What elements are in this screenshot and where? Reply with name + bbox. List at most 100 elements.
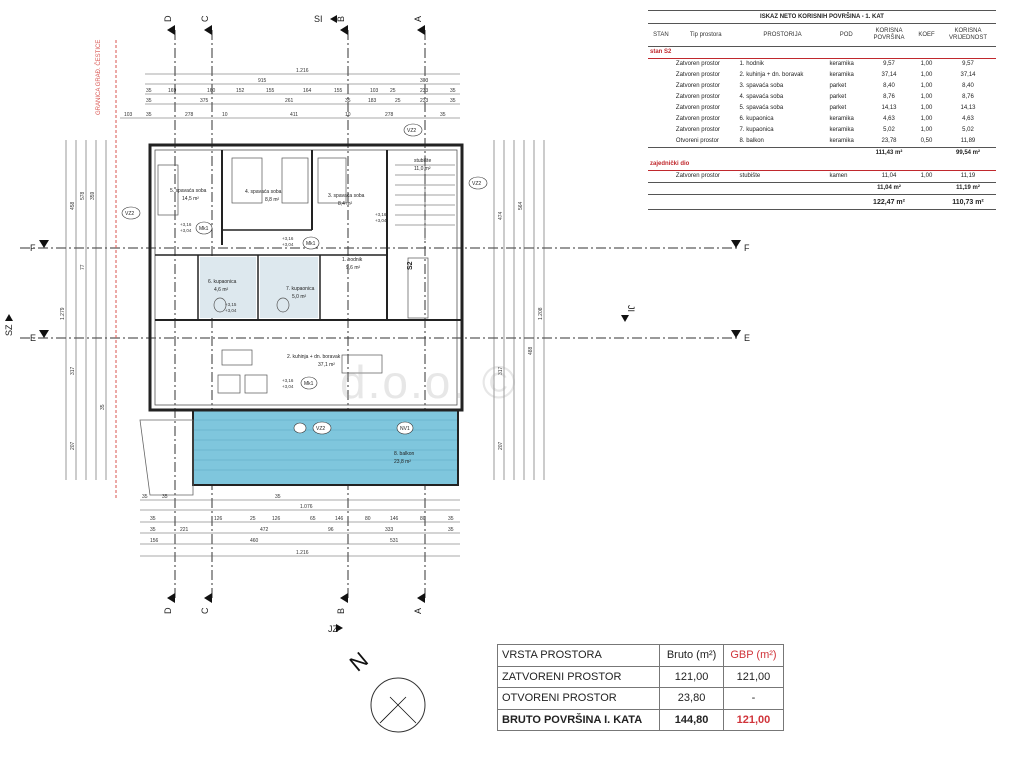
level-0: +3,16 xyxy=(180,222,192,227)
dim-bot-r3-9: 35 xyxy=(448,516,454,522)
dim-top-r5-5: 10 xyxy=(345,112,351,118)
dim-right-0: 474 xyxy=(498,211,504,220)
pergola-outline xyxy=(139,419,194,496)
dim-bot-r4-5: 35 xyxy=(448,527,454,533)
dim-bot-r4-0: 35 xyxy=(150,527,156,533)
room-labels: 5. spavaća soba 14,5 m² 4. spavaća soba … xyxy=(170,158,431,465)
dim-bot-r3-6: 80 xyxy=(365,516,371,522)
balcony-area xyxy=(192,409,459,486)
dim-right-1: 564 xyxy=(518,201,524,210)
net-table-title: ISKAZ NETO KORISNIH POVRŠINA - 1. KAT xyxy=(648,10,996,24)
room-area-stairs: 11,0 m² xyxy=(414,166,431,172)
section-f-left: F xyxy=(30,243,36,253)
north-arrow: N xyxy=(345,647,426,733)
dim-bot-r1-1: 35 xyxy=(162,494,168,500)
room-label-5: 5. spavaća soba xyxy=(170,188,207,194)
section-b-bottom: B xyxy=(336,608,346,614)
room-area-5: 14,5 m² xyxy=(182,196,199,202)
top-dimensions xyxy=(120,73,460,119)
dim-bot-r1-0: 35 xyxy=(142,494,148,500)
dim-left-5: 207 xyxy=(70,441,76,450)
dim-bot-r3-7: 146 xyxy=(390,516,399,522)
tag-3: VZ2 xyxy=(316,426,325,432)
level-2: +3,16 xyxy=(282,236,294,241)
dim-bot-r3-8: 80 xyxy=(420,516,426,522)
level-9: +3,04 xyxy=(375,218,387,223)
dim-top-r3-0: 35 xyxy=(146,88,152,94)
gross-total-row: BRUTO POVRŠINA I. KATA 144,80 121,00 xyxy=(496,708,785,731)
dim-top-r4-0: 35 xyxy=(146,98,152,104)
bathroom-6-fill xyxy=(200,257,256,318)
dim-right-5: 207 xyxy=(498,441,504,450)
dim-top-r5-6: 278 xyxy=(385,112,394,118)
gross-header-row: VRSTA PROSTORA Bruto (m²) GBP (m²) xyxy=(496,644,785,667)
dim-bot-overall: 1.216 xyxy=(296,550,309,556)
dim-bot-r4-3: 96 xyxy=(328,527,334,533)
level-6: +3,16 xyxy=(282,378,294,383)
orient-ji: JI xyxy=(626,305,636,312)
building-walls xyxy=(148,143,464,412)
room-area-6: 4,6 m² xyxy=(214,287,229,293)
section-markers: D C B A D C B A F E F E xyxy=(30,15,750,614)
section-f-right: F xyxy=(744,243,750,253)
th-pod: POD xyxy=(827,23,866,47)
gross-h-type: VRSTA PROSTORA xyxy=(496,644,661,667)
dim-top-r3-4: 155 xyxy=(266,88,275,94)
dim-bot-r5-2: 531 xyxy=(390,538,399,544)
section-c-top: C xyxy=(200,15,210,22)
level-7: +3,04 xyxy=(282,384,294,389)
dim-top-r5-0: 103 xyxy=(124,112,133,118)
section-e-right: E xyxy=(744,333,750,343)
section-arrows xyxy=(39,25,741,603)
dim-bot-r4-2: 472 xyxy=(260,527,269,533)
room-label-2: 2. kuhinja + dn. boravak xyxy=(287,354,341,360)
th-prostorija: PROSTORIJA xyxy=(737,23,828,47)
table-row: OTVORENI PROSTOR 23,80 - xyxy=(496,687,785,710)
dim-top-r4-1: 375 xyxy=(200,98,209,104)
dim-top-r3-7: 103 xyxy=(370,88,379,94)
dim-top-r5-7: 35 xyxy=(440,112,446,118)
dim-left-3: 359 xyxy=(90,191,96,200)
level-marks: +3,16 +3,04 +3,16 +3,04 +3,15 +3,04 +3,1… xyxy=(180,212,387,389)
th-povrsina: KORISNA POVRŠINA xyxy=(865,23,914,47)
bottom-dim-text: 35 35 35 1.076 35 126 25 126 65 146 80 1… xyxy=(142,494,454,556)
dim-bot-r5-0: 156 xyxy=(150,538,159,544)
dim-right-3: 488 xyxy=(528,346,534,355)
section-b-top: B xyxy=(336,16,346,22)
dim-bot-r1-2: 35 xyxy=(275,494,281,500)
section-a-top: A xyxy=(413,16,423,22)
dim-top-r5-2: 278 xyxy=(185,112,194,118)
tag-7: Mk1 xyxy=(304,381,314,387)
dim-top-r3-9: 233 xyxy=(420,88,429,94)
tag-2: VZ2 xyxy=(472,181,481,187)
gross-area-table: VRSTA PROSTORA Bruto (m²) GBP (m²) ZATVO… xyxy=(496,644,785,731)
th-vrijednost: KORISNA VRIJEDNOST xyxy=(940,23,996,47)
dim-top-r2-0: 915 xyxy=(258,78,267,84)
room-label-3: 3. spavaća soba xyxy=(328,193,365,199)
dim-top-r4-7: 35 xyxy=(450,98,456,104)
orient-sz: SZ xyxy=(4,324,14,336)
section-d-top: D xyxy=(163,15,173,22)
bathroom-7-fill xyxy=(260,257,318,318)
th-tip: Tip prostora xyxy=(673,23,738,47)
dim-bot-r3-1: 126 xyxy=(214,516,223,522)
section-d-bottom: D xyxy=(163,607,173,614)
dim-bot-r5-1: 460 xyxy=(250,538,259,544)
side-dimensions xyxy=(65,140,545,480)
room-label-stairs: stubište xyxy=(414,158,431,164)
section-c-bottom: C xyxy=(200,607,210,614)
section-a-bottom: A xyxy=(413,608,423,614)
dim-bot-r2-0: 1.076 xyxy=(300,504,313,510)
tag-0: VZ2 xyxy=(125,211,134,217)
room-area-1: 9,6 m² xyxy=(346,265,361,271)
dim-top-r4-2: 261 xyxy=(285,98,294,104)
dim-bot-r3-4: 65 xyxy=(310,516,316,522)
dim-bot-r3-3: 126 xyxy=(272,516,281,522)
